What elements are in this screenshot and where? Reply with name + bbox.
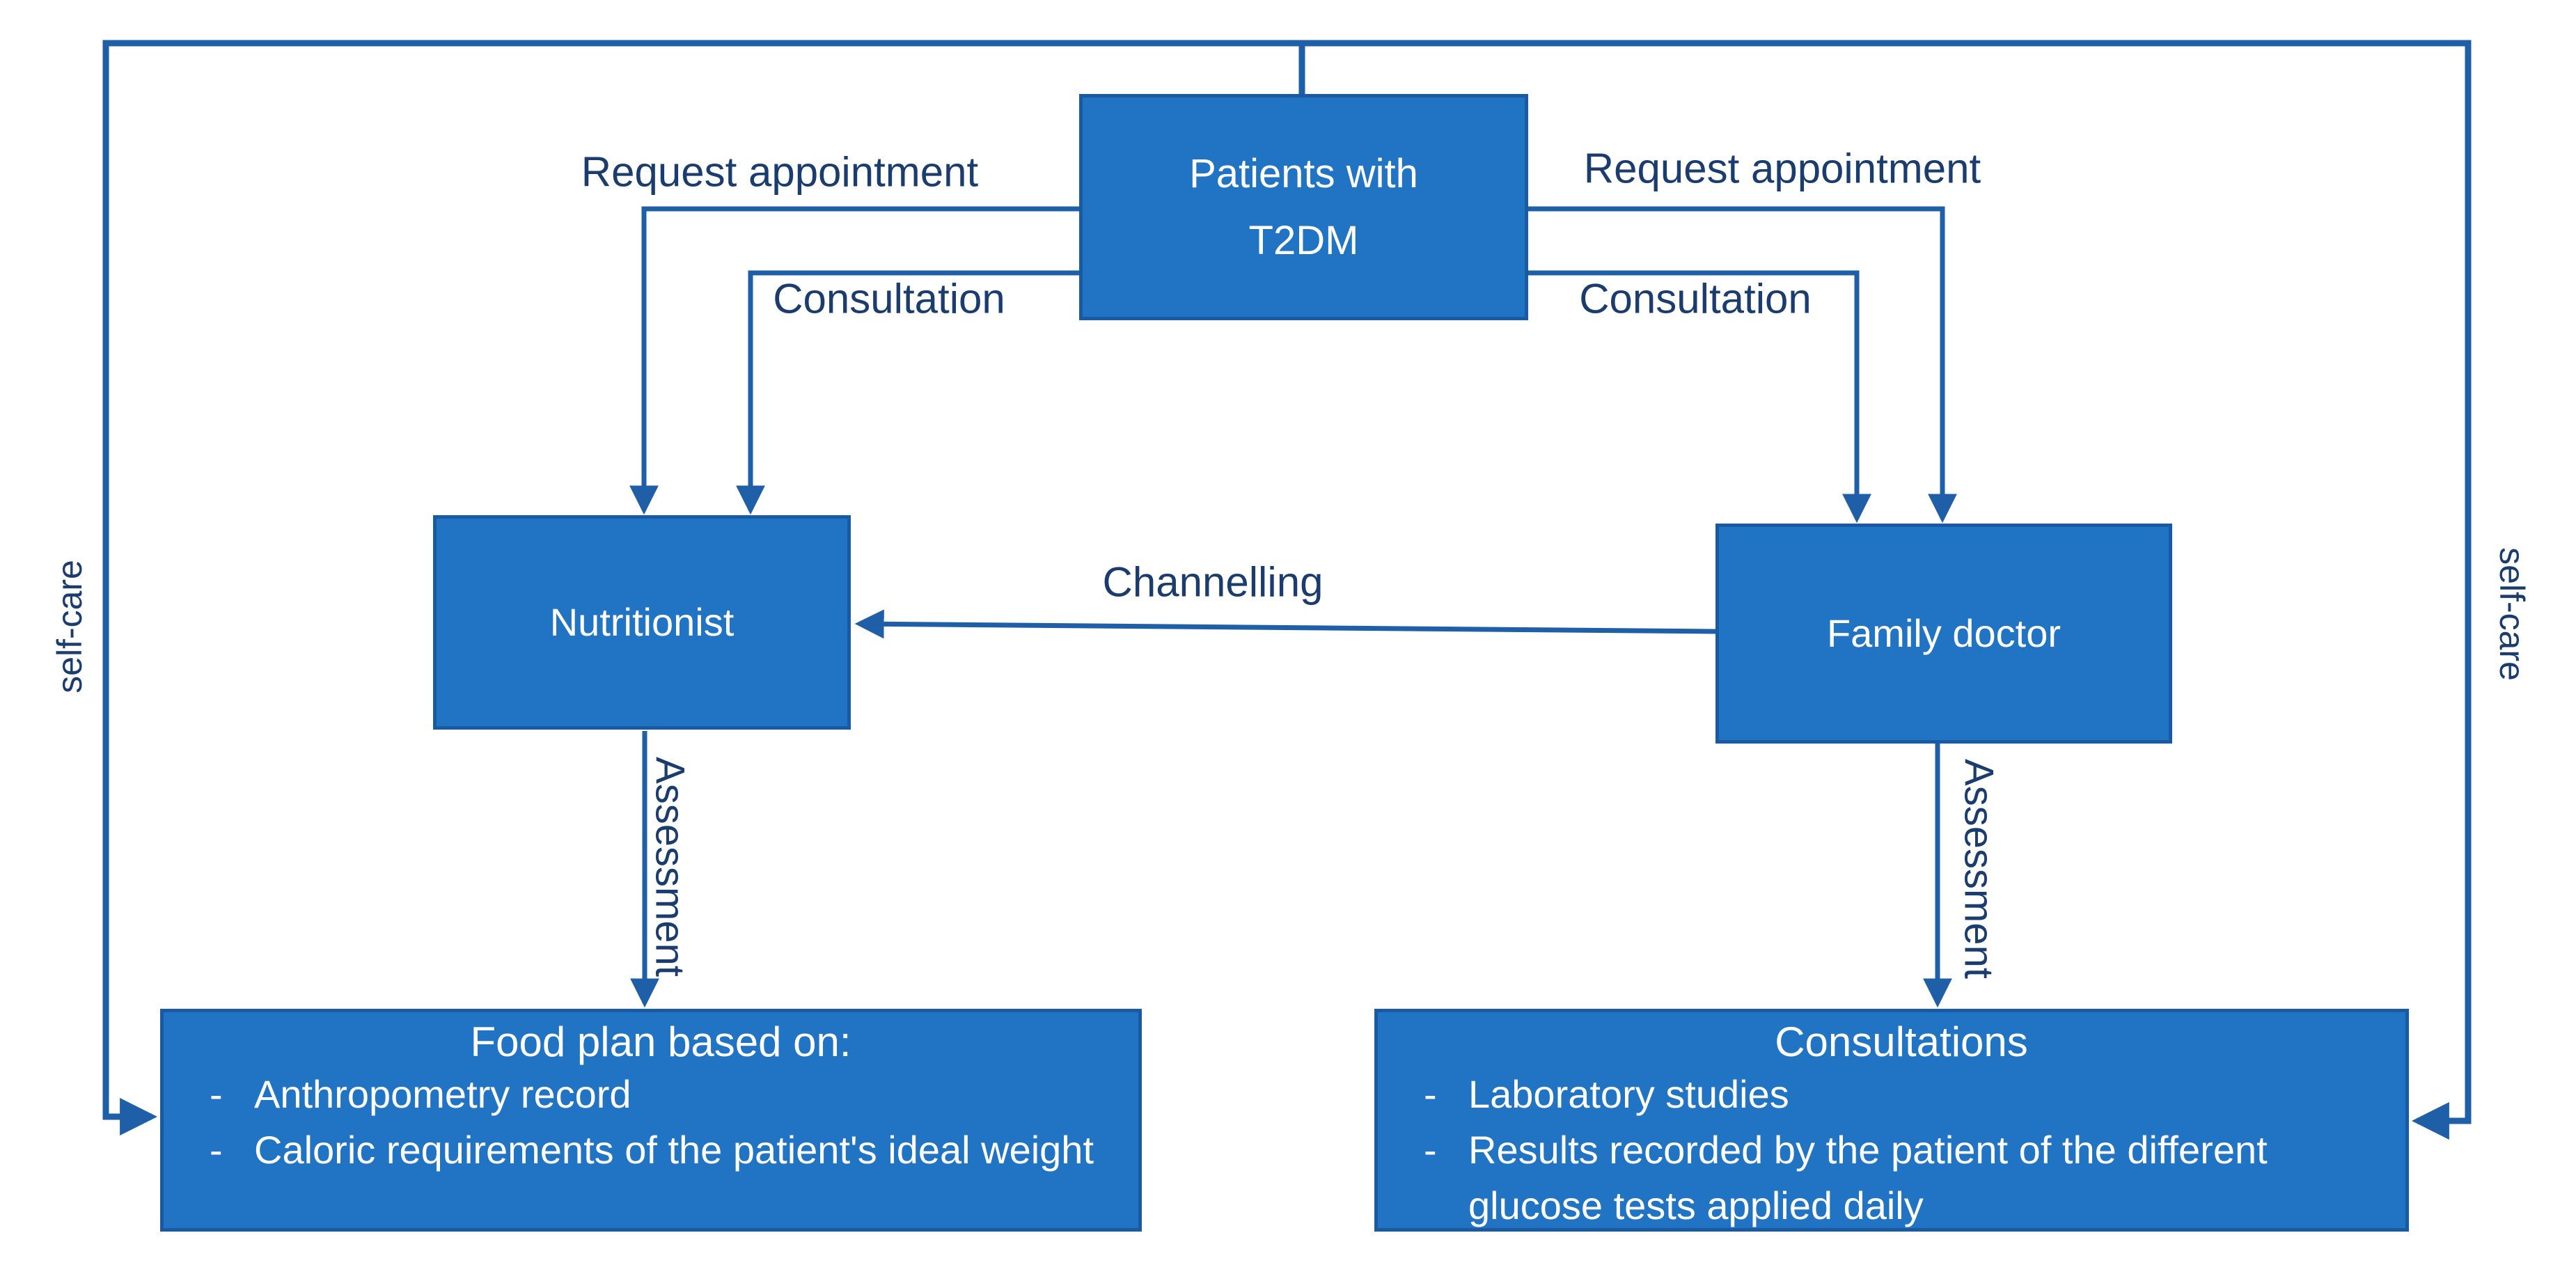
node-consultations: Consultations - Laboratory studies - Res… xyxy=(1374,1009,2409,1232)
edge-self-care-left-label: self-care xyxy=(50,560,89,693)
node-family-doctor-label: Family doctor xyxy=(1826,611,2061,655)
bullet-dash: - xyxy=(210,1072,223,1116)
edge-channelling-line xyxy=(854,609,1716,639)
food-plan-bullet-1: Anthropometry record xyxy=(254,1072,631,1116)
edge-assessment-left-label: Assessment xyxy=(647,757,693,977)
node-family-doctor: Family doctor xyxy=(1715,524,2172,744)
bullet-dash: - xyxy=(210,1128,223,1172)
edge-request-appointment-left-label: Request appointment xyxy=(581,148,979,196)
bullet-dash: - xyxy=(1424,1128,1437,1172)
edge-request-appointment-left-line xyxy=(629,206,1079,515)
node-patients-label: Patients with T2DM xyxy=(1189,150,1418,263)
node-nutritionist: Nutritionist xyxy=(433,515,851,730)
self-care-loop-right-line xyxy=(1302,40,2472,1140)
edge-channelling-label: Channelling xyxy=(1102,558,1324,606)
food-plan-title: Food plan based on: xyxy=(470,1019,851,1065)
node-nutritionist-label: Nutritionist xyxy=(549,600,735,644)
edge-assessment-right-label: Assessment xyxy=(1956,759,2002,979)
bullet-dash: - xyxy=(1424,1072,1437,1116)
consultations-bullet-1: Laboratory studies xyxy=(1468,1072,1789,1116)
consultations-bullet-2: Results recorded by the patient of the d… xyxy=(1468,1128,2268,1227)
edge-consultation-right-label: Consultation xyxy=(1579,275,1812,322)
edge-consultation-right-line xyxy=(1528,270,1871,524)
food-plan-bullet-2: Caloric requirements of the patient's id… xyxy=(254,1128,1094,1172)
list-item: - Results recorded by the patient of the… xyxy=(1417,1122,2386,1234)
node-food-plan: Food plan based on: - Anthropometry reco… xyxy=(160,1009,1142,1232)
node-patients-with-t2dm: Patients with T2DM xyxy=(1079,94,1528,320)
list-item: - Anthropometry record xyxy=(203,1067,1119,1122)
list-item: - Caloric requirements of the patient's … xyxy=(203,1122,1119,1178)
edge-request-appointment-right-line xyxy=(1528,206,1957,524)
list-item: - Laboratory studies xyxy=(1417,1067,2386,1122)
edge-self-care-right-label: self-care xyxy=(2492,547,2531,681)
consultations-title: Consultations xyxy=(1775,1019,2028,1065)
edge-consultation-left-label: Consultation xyxy=(773,275,1005,322)
edge-request-appointment-right-label: Request appointment xyxy=(1583,145,1981,192)
edge-consultation-left-line xyxy=(736,270,1079,515)
self-care-loop-left-line xyxy=(102,40,1305,1135)
